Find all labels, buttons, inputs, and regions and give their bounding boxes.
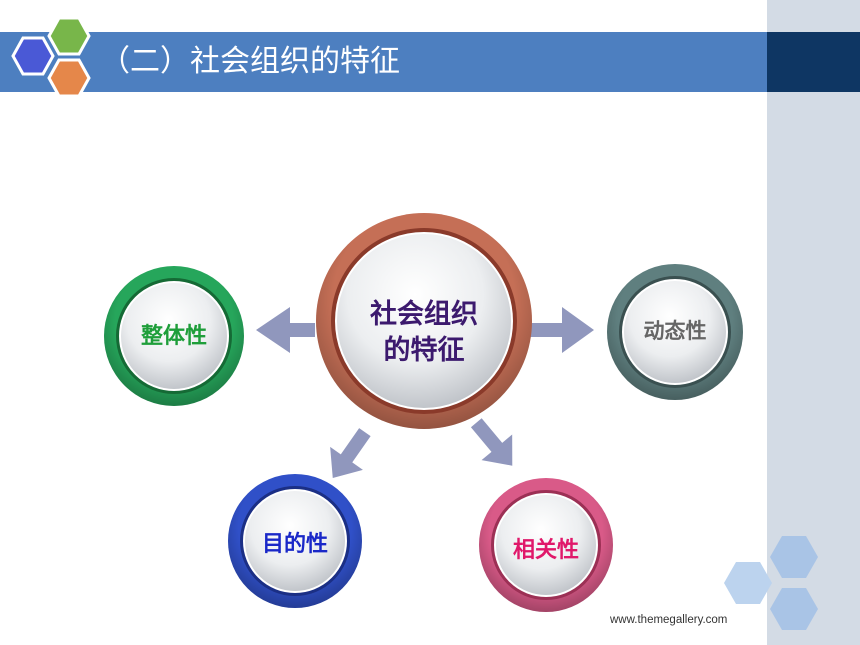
center-label-line1: 社会组织: [370, 299, 478, 330]
center-label-line2: 的特征: [383, 335, 465, 366]
arrow-down-right: [470, 418, 513, 466]
arrow-down-left: [330, 428, 371, 479]
node-whole: [104, 266, 244, 406]
slide-title: （二）社会组织的特征: [100, 44, 400, 79]
center-node: [316, 213, 532, 429]
label-relevance: 相关性: [512, 538, 579, 563]
node-purpose: [228, 474, 362, 608]
node-relevance: [479, 478, 613, 612]
label-whole: 整体性: [140, 324, 207, 349]
arrow-right: [530, 307, 594, 353]
hexagon-logo-icon: [11, 16, 91, 98]
node-dynamic: [607, 264, 743, 400]
footer-url: www.themegallery.com: [610, 614, 728, 626]
hexagon-decoration-icon: [724, 536, 818, 630]
label-dynamic: 动态性: [643, 319, 707, 343]
title-bar: [0, 32, 767, 92]
title-bar-accent: [767, 32, 860, 92]
label-purpose: 目的性: [261, 532, 328, 557]
arrow-left: [256, 307, 315, 353]
